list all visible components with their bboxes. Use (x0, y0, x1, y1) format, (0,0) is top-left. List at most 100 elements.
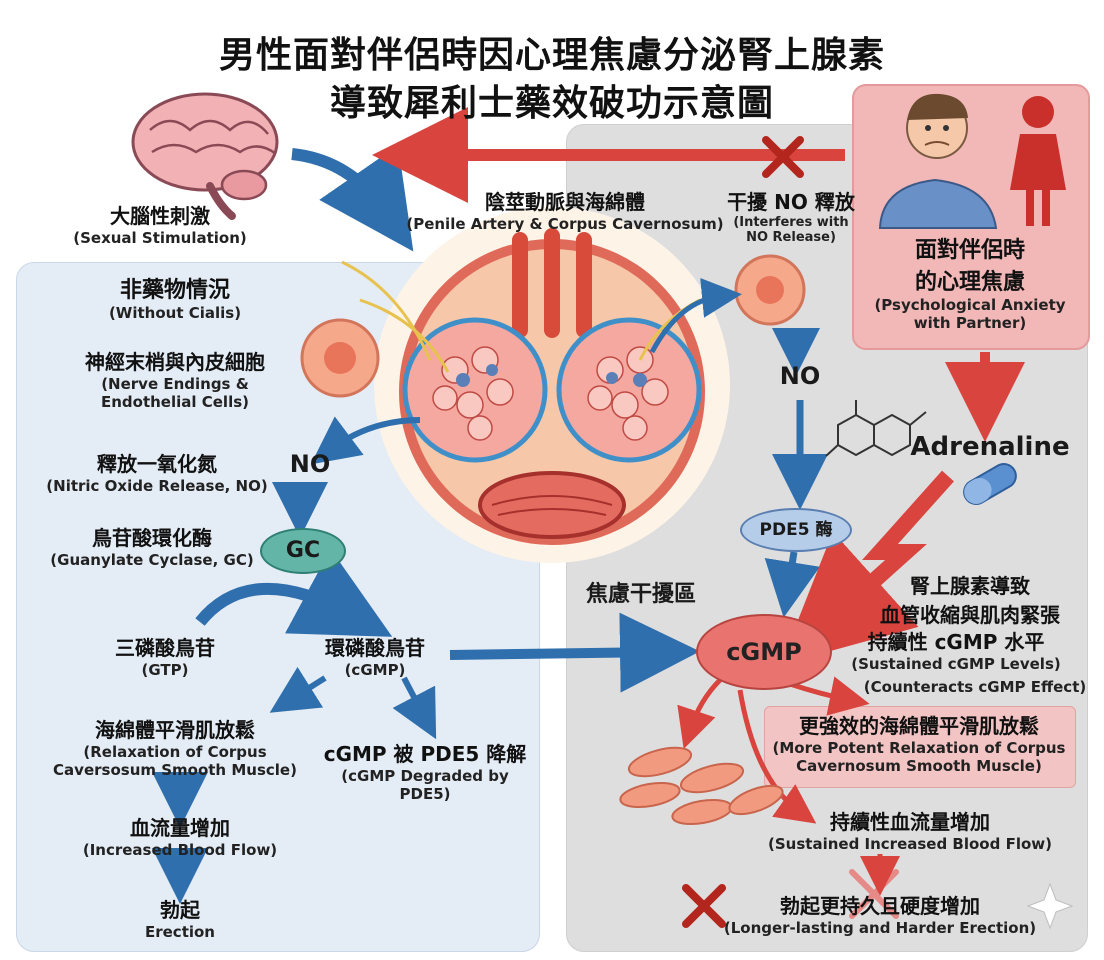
left-cgmp-zh: 環磷酸鳥苷 (325, 636, 425, 660)
right-cell-icon (734, 254, 806, 326)
artery-zh: 陰莖動脈與海綿體 (485, 190, 645, 214)
final-cross-left-icon (682, 884, 726, 928)
left-blood-en: (Increased Blood Flow) (82, 841, 278, 859)
counteracts-en: (Counteracts cGMP Effect) (863, 678, 1087, 696)
artery-label: 陰莖動脈與海綿體 (Penile Artery & Corpus Caverno… (400, 186, 730, 233)
interferes-label: 干擾 NO 釋放 (Interferes with NO Release) (716, 186, 866, 245)
adrenaline-effect-label: 腎上腺素導致 血管收縮與肌肉緊張 (860, 570, 1080, 628)
brain-label: 大腦性刺激 (Sexual Stimulation) (40, 200, 280, 247)
adrenaline-effect-1: 腎上腺素導致 (910, 574, 1030, 598)
final-label: 勃起更持久且硬度增加 (Longer-lasting and Harder Er… (710, 890, 1050, 937)
nerve-label: 神經末梢與內皮細胞 (Nerve Endings & Endothelial C… (40, 346, 310, 411)
cgmp-to-degrade-arrow (392, 676, 437, 740)
sustained-label: 持續性 cGMP 水平 (Sustained cGMP Levels) (836, 626, 1076, 673)
erection-zh: 勃起 (160, 898, 200, 922)
left-no-label: NO (289, 450, 331, 478)
cgmp-to-relax-arrow (269, 666, 327, 713)
anxiety-en-1: (Psychological Anxiety (874, 296, 1066, 314)
section-to-no-arrow (310, 416, 421, 465)
gc-en: (Guanylate Cyclase, GC) (50, 551, 254, 569)
anxiety-zh-1: 面對伴侶時 (914, 238, 1025, 263)
final-en: (Longer-lasting and Harder Erection) (723, 919, 1037, 937)
relax-zh: 海綿體平滑肌放鬆 (95, 718, 255, 742)
right-no-label: NO (779, 362, 821, 390)
erection-label: 勃起 Erection (110, 894, 250, 941)
left-blood-zh: 血流量增加 (130, 816, 230, 840)
right-blood-label: 持續性血流量增加 (Sustained Increased Blood Flow… (760, 806, 1060, 853)
cgmp-to-cells-arrow (677, 678, 722, 749)
title-line-1: 男性面對伴侶時因心理焦慮分泌腎上腺素 (218, 35, 885, 76)
degrade-en-1: (cGMP Degraded by (341, 767, 509, 785)
potent-zh: 更強效的海綿體平滑肌放鬆 (799, 714, 1039, 738)
adrenaline-bolt-arrow (780, 470, 954, 665)
brain-en: (Sexual Stimulation) (73, 229, 247, 247)
left-cgmp-en: (cGMP) (344, 661, 406, 679)
brain-to-artery-arrow (291, 145, 414, 252)
zone-label: 焦慮干擾區 (586, 582, 697, 607)
nerve-en-2: Endothelial Cells) (100, 393, 249, 411)
gtp-to-cgmp-arrow (195, 548, 393, 637)
sparkle-icon (1026, 882, 1074, 930)
right-blood-zh: 持續性血流量增加 (830, 810, 990, 834)
degrade-en-2: PDE5) (399, 785, 451, 803)
gc-pill: GC (260, 528, 346, 574)
interferes-en-1: (Interferes with (733, 215, 849, 230)
cgmp-pill: cGMP (696, 614, 832, 690)
gtp-label: 三磷酸鳥苷 (GTP) (90, 632, 240, 679)
pill-capsule-icon (963, 462, 1017, 505)
left-cgmp-label: 環磷酸鳥苷 (cGMP) (300, 632, 450, 679)
interferes-zh: 干擾 NO 釋放 (727, 190, 855, 214)
woman-figure-icon (1010, 96, 1066, 226)
cgmp-to-blood-arrow (737, 689, 817, 824)
gc-label: 鳥苷酸環化酶 (Guanylate Cyclase, GC) (36, 522, 268, 569)
erection-en: Erection (144, 923, 215, 941)
anxious-man-icon (878, 93, 998, 229)
brain-zh: 大腦性刺激 (110, 204, 210, 228)
relax-label: 海綿體平滑肌放鬆 (Relaxation of Corpus Caversosu… (40, 714, 310, 779)
potent-relaxation-box (764, 706, 1076, 788)
left-heading-zh: 非藥物情況 (119, 278, 230, 303)
anxiety-zh-2: 的心理焦慮 (914, 270, 1025, 295)
cgmp-to-zone-arrow (449, 612, 700, 693)
left-heading: 非藥物情況 (Without Cialis) (60, 272, 290, 322)
artery-en: (Penile Artery & Corpus Cavernosum) (406, 215, 724, 233)
right-blood-en: (Sustained Increased Blood Flow) (768, 835, 1052, 853)
gc-zh: 鳥苷酸環化酶 (92, 526, 212, 550)
gtp-en: (GTP) (141, 661, 189, 679)
gtp-zh: 三磷酸鳥苷 (115, 636, 215, 660)
anxiety-en-2: with Partner) (913, 314, 1027, 332)
endothelial-cell-icon (300, 318, 380, 398)
potent-en-1: (More Potent Relaxation of Corpus (772, 739, 1066, 757)
anxiety-label: 面對伴侶時 的心理焦慮 (Psychological Anxiety with … (856, 232, 1084, 332)
pde5-pill: PDE5 酶 (740, 508, 852, 552)
counteracts-label: (Counteracts cGMP Effect) (860, 678, 1090, 696)
release-label: 釋放一氧化氮 (Nitric Oxide Release, NO) (32, 448, 282, 495)
blocked-cross-icon (762, 136, 804, 178)
relax-en-2: Caversosum Smooth Muscle) (53, 761, 297, 779)
cgmp-to-potent-arrow (789, 676, 870, 716)
adrenaline-effect-2: 血管收縮與肌肉緊張 (880, 603, 1060, 627)
degrade-label: cGMP 被 PDE5 降解 (cGMP Degraded by PDE5) (320, 738, 530, 803)
pde5-to-cgmp-arrow (764, 551, 821, 618)
section-to-cell-arrow (649, 277, 742, 354)
muscle-cells-icon (619, 746, 784, 826)
left-heading-en: (Without Cialis) (108, 304, 242, 322)
interferes-en-2: NO Release) (746, 230, 836, 245)
nerve-zh: 神經末梢與內皮細胞 (85, 350, 265, 374)
potent-label: 更強效的海綿體平滑肌放鬆 (More Potent Relaxation of … (764, 710, 1074, 775)
final-zh: 勃起更持久且硬度增加 (780, 894, 980, 918)
sustained-en: (Sustained cGMP Levels) (851, 655, 1061, 673)
left-blood-label: 血流量增加 (Increased Blood Flow) (60, 812, 300, 859)
molecule-icon (825, 400, 927, 457)
sustained-zh: 持續性 cGMP 水平 (867, 630, 1045, 654)
release-en: (Nitric Oxide Release, NO) (46, 477, 268, 495)
cross-section-icon (341, 207, 730, 563)
degrade-zh: cGMP 被 PDE5 降解 (323, 742, 527, 766)
title-line-2: 導致犀利士藥效破功示意圖 (329, 83, 774, 124)
relax-en-1: (Relaxation of Corpus (83, 743, 267, 761)
potent-en-2: Cavernosum Smooth Muscle) (796, 757, 1042, 775)
brain-icon (131, 92, 279, 220)
nerve-en-1: (Nerve Endings & (101, 375, 249, 393)
adrenaline-label: Adrenaline (910, 432, 1070, 462)
